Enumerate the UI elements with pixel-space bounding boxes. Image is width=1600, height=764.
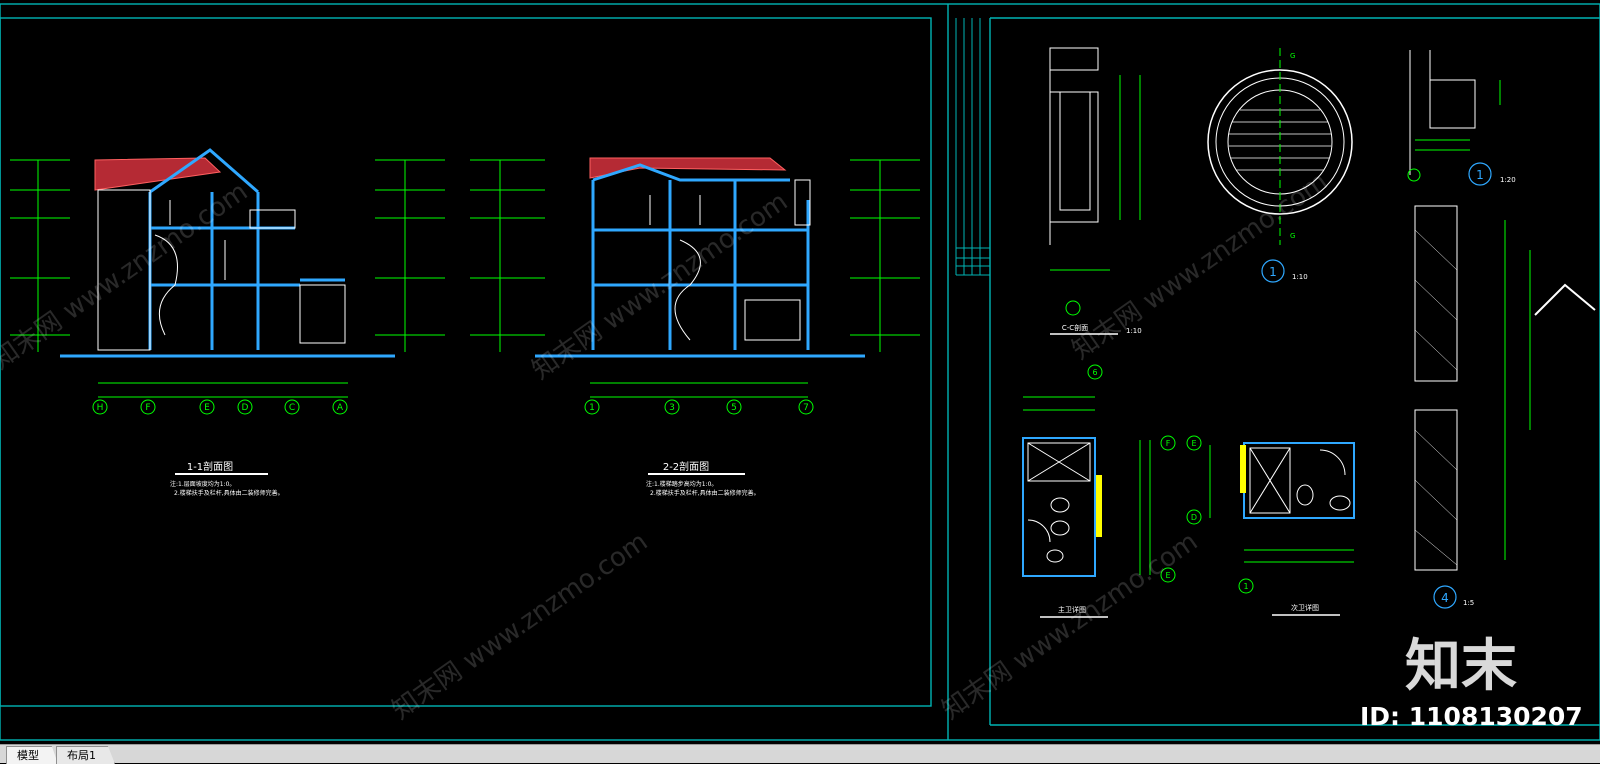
watermark-text: 知末网 www.znzmo.com	[937, 527, 1203, 726]
layout-tab-bar: 模型 布局1	[0, 744, 1600, 764]
axis-label: C	[289, 403, 295, 413]
axis-label: A	[337, 403, 344, 413]
section-title: 1-1剖面图	[187, 460, 233, 473]
axis-label: E	[204, 403, 210, 413]
detail-round-window[interactable]: G G 1 1:10	[1207, 48, 1353, 283]
watermark-layer: 知末网 www.znzmo.com 知末网 www.znzmo.com 知末网 …	[0, 167, 1333, 726]
detail-cornice[interactable]: 1 1:20	[1407, 50, 1516, 186]
plan-guest-bath[interactable]: E D 1 次卫详图	[1186, 435, 1355, 616]
section-2-2[interactable]: 1 3 5 7 2-2剖面图 注:1.楼梯踏步高均为1:0。 2.楼梯扶手及栏杆…	[470, 157, 920, 497]
axis-label: F	[145, 403, 150, 413]
section-mark-g: G	[1290, 232, 1295, 240]
detail-number: 1	[1476, 168, 1484, 182]
section-note: 注:1.层面坡度均为1:0。	[170, 480, 235, 488]
grid-label: E	[1191, 439, 1196, 448]
axis-label: H	[97, 403, 104, 413]
section-note: 2.楼梯扶手及栏杆,具体由二装修师完善。	[650, 489, 760, 497]
detail-cc-label: C-C剖面	[1062, 323, 1088, 332]
axis-label: 7	[803, 403, 809, 413]
axis-label: 1	[589, 403, 595, 413]
section-note: 2.楼梯扶手及栏杆,具体由二装修师完善。	[174, 489, 284, 497]
watermark-text: 知末网 www.znzmo.com	[387, 527, 653, 726]
watermark-text: 知末网 www.znzmo.com	[1067, 167, 1333, 366]
detail-number: 4	[1441, 591, 1449, 605]
detail-scale: 1:10	[1292, 273, 1308, 281]
plan-master-bath[interactable]: 6 F E 主卫详图	[1022, 364, 1176, 618]
section-title: 2-2剖面图	[663, 460, 709, 473]
plan-title: 主卫详图	[1058, 605, 1086, 614]
watermark-id: ID: 1108130207	[1360, 702, 1583, 731]
axis-label: 3	[669, 403, 675, 413]
grid-label: 6	[1092, 368, 1097, 377]
grid-label: E	[1165, 571, 1170, 580]
detail-cc-section[interactable]: C-C剖面 1:10	[1049, 47, 1142, 335]
detail-number: 1	[1269, 265, 1277, 279]
detail-cc-scale: 1:10	[1126, 327, 1142, 335]
section-mark-g: G	[1290, 52, 1295, 60]
tab-layout-1[interactable]: 布局1	[56, 746, 115, 764]
section-note: 注:1.楼梯踏步高均为1:0。	[646, 480, 717, 488]
detail-scale: 1:5	[1463, 599, 1474, 607]
sheet-frames	[0, 3, 1600, 741]
section-1-1[interactable]: H F E D C A 1-1剖面图 注:1.层面坡度均为1:0。 2.楼梯扶手…	[10, 148, 445, 497]
watermark-logo: 知末	[1405, 634, 1517, 699]
plan-title: 次卫详图	[1291, 603, 1319, 612]
detail-scale: 1:20	[1500, 176, 1516, 184]
axis-label: D	[242, 403, 249, 413]
grid-label: D	[1191, 513, 1197, 522]
detail-wall-section[interactable]: 4 1:5	[1414, 205, 1596, 609]
tab-model[interactable]: 模型	[6, 746, 58, 764]
axis-label: 5	[731, 403, 737, 413]
grid-label: F	[1166, 439, 1171, 448]
title-block-strip	[955, 18, 990, 276]
grid-label: 1	[1243, 582, 1248, 591]
cad-drawing-canvas[interactable]: H F E D C A 1-1剖面图 注:1.层面坡度均为1:0。 2.楼梯扶手…	[0, 0, 1600, 744]
